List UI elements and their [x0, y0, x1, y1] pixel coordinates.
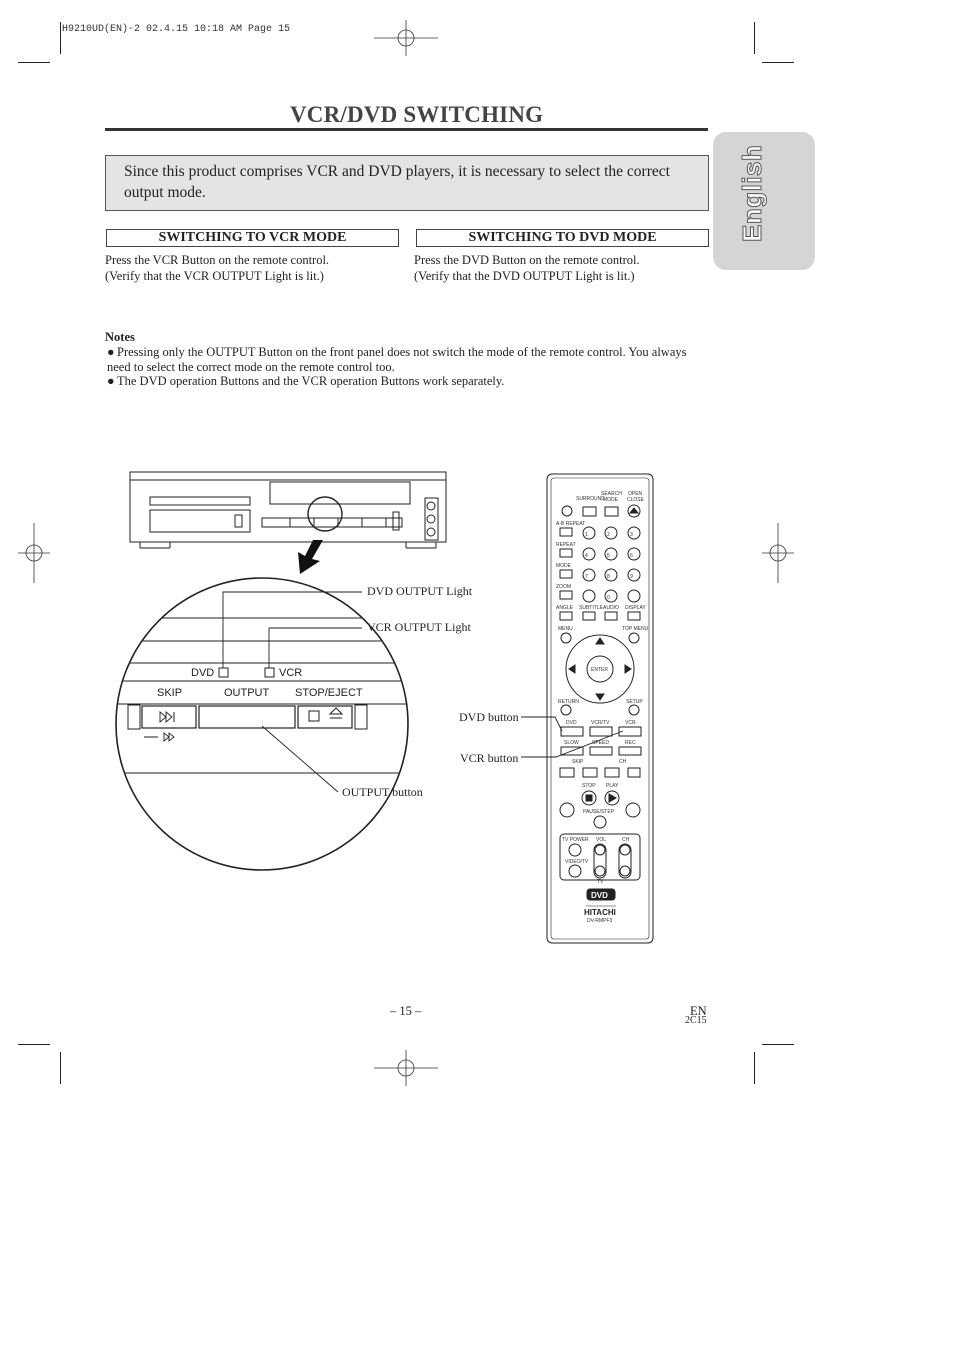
- note-item: ●Pressing only the OUTPUT Button on the …: [107, 345, 687, 374]
- svg-text:9: 9: [630, 574, 633, 580]
- svg-text:REC: REC: [625, 740, 636, 746]
- svg-text:3: 3: [630, 532, 633, 538]
- svg-text:ANGLE: ANGLE: [556, 605, 574, 611]
- svg-text:5: 5: [607, 553, 610, 559]
- section-heading-vcr: SWITCHING TO VCR MODE: [106, 229, 399, 247]
- svg-text:STOP: STOP: [582, 783, 596, 789]
- page-number: – 15 –: [390, 1004, 422, 1018]
- svg-text:PLAY: PLAY: [606, 783, 619, 789]
- intro-box: [105, 155, 709, 211]
- section-body-dvd: Press the DVD Button on the remote contr…: [414, 253, 640, 283]
- callout-vcr-button: VCR button: [460, 751, 519, 765]
- svg-text:TV POWER: TV POWER: [562, 837, 589, 843]
- svg-text:SPEED: SPEED: [592, 740, 609, 746]
- callout-output-button: OUTPUT button: [342, 785, 423, 799]
- svg-text:8: 8: [607, 574, 610, 580]
- remote-brand: HITACHI: [584, 908, 616, 917]
- intro-text: Since this product comprises VCR and DVD…: [124, 163, 670, 201]
- svg-text:PAUSE/STEP: PAUSE/STEP: [583, 809, 615, 815]
- zoom-dvd-label: DVD: [191, 667, 215, 679]
- page-title: VCR/DVD SWITCHING: [290, 102, 544, 127]
- svg-text:VCR/TV: VCR/TV: [591, 720, 610, 726]
- svg-text:CH: CH: [619, 759, 627, 765]
- svg-text:AUDIO: AUDIO: [603, 605, 619, 611]
- title-rule: [105, 128, 708, 131]
- callout-dvd-button: DVD button: [459, 710, 519, 724]
- language-code: EN: [690, 1004, 707, 1018]
- svg-text:SURROUND: SURROUND: [576, 496, 605, 502]
- notes-heading: Notes: [105, 330, 135, 344]
- svg-text:1: 1: [585, 532, 588, 538]
- svg-text:MODE: MODE: [603, 497, 619, 503]
- svg-text:DISPLAY: DISPLAY: [625, 605, 646, 611]
- svg-text:TOP MENU: TOP MENU: [622, 626, 649, 632]
- svg-text:SKIP: SKIP: [572, 759, 584, 765]
- svg-text:MENU: MENU: [558, 626, 573, 632]
- page-code: 2C15: [685, 1015, 707, 1026]
- language-tab: [713, 132, 815, 270]
- svg-text:RETURN: RETURN: [558, 699, 579, 705]
- svg-text:DV-RMPF3: DV-RMPF3: [587, 918, 613, 924]
- svg-text:7: 7: [585, 574, 588, 580]
- svg-text:2: 2: [607, 532, 610, 538]
- svg-text:SLOW: SLOW: [564, 740, 579, 746]
- section-body-vcr: Press the VCR Button on the remote contr…: [105, 253, 330, 283]
- svg-text:6: 6: [630, 553, 633, 559]
- svg-text:ZOOM: ZOOM: [556, 584, 571, 590]
- svg-text:A-B REPEAT: A-B REPEAT: [556, 521, 585, 527]
- svg-text:ENTER: ENTER: [591, 667, 608, 673]
- svg-text:OPEN: OPEN: [628, 491, 643, 497]
- section-heading-dvd: SWITCHING TO DVD MODE: [416, 229, 709, 247]
- svg-text:TV: TV: [597, 879, 604, 885]
- zoom-stop-eject-label: STOP/EJECT: [295, 687, 363, 699]
- svg-text:CH: CH: [622, 837, 630, 843]
- svg-text:SETUP: SETUP: [626, 699, 643, 705]
- svg-text:SUBTITLE: SUBTITLE: [579, 605, 604, 611]
- svg-text:0: 0: [607, 595, 610, 601]
- svg-text:4: 4: [585, 553, 588, 559]
- svg-text:REPEAT: REPEAT: [556, 542, 576, 548]
- svg-text:VIDEO/TV: VIDEO/TV: [565, 859, 589, 865]
- svg-text:VCR: VCR: [625, 720, 636, 726]
- svg-text:SEARCH: SEARCH: [601, 491, 622, 497]
- zoom-vcr-label: VCR: [279, 667, 303, 679]
- svg-text:DVD: DVD: [591, 891, 608, 900]
- svg-text:DVD: DVD: [566, 720, 577, 726]
- svg-text:VOL: VOL: [596, 837, 606, 843]
- note-item: ●The DVD operation Buttons and the VCR o…: [107, 374, 505, 388]
- callout-vcr-output-light: VCR OUTPUT Light: [367, 620, 471, 634]
- svg-text:MODE: MODE: [556, 563, 572, 569]
- print-slug: H9210UD(EN)-2 02.4.15 10:18 AM Page 15: [62, 24, 291, 35]
- callout-dvd-output-light: DVD OUTPUT Light: [367, 584, 473, 598]
- zoom-output-label: OUTPUT: [224, 687, 270, 699]
- zoom-skip-label: SKIP: [157, 687, 183, 699]
- svg-text:CLOSE: CLOSE: [627, 497, 645, 503]
